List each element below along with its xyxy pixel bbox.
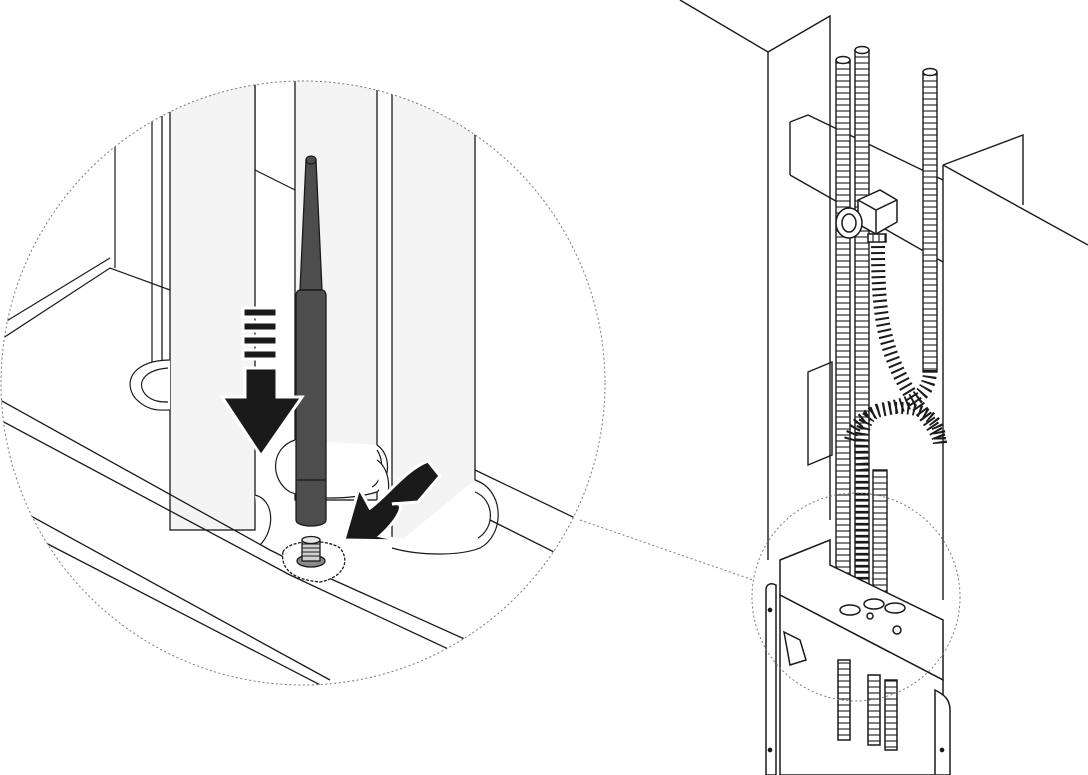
antenna-body — [295, 289, 327, 527]
pipe-1-end — [835, 55, 851, 65]
pointer-arrow-icon — [342, 459, 442, 543]
ceiling-edge — [679, 0, 769, 53]
stud-top — [767, 14, 831, 520]
rail-screw-3 — [939, 747, 945, 753]
down-arrow-icon — [219, 306, 305, 459]
plate-hole-2 — [863, 598, 885, 610]
plate-hole-3 — [884, 602, 906, 614]
antenna-port-small — [866, 612, 874, 620]
connector-tip — [301, 535, 321, 545]
grommet-4 — [391, 479, 499, 555]
plate-screw — [892, 625, 902, 635]
grommet-2 — [254, 494, 272, 546]
threaded-connector — [282, 535, 346, 583]
magnify-leader-line — [579, 519, 754, 581]
grommet-3 — [275, 439, 389, 499]
rail-screw-2 — [767, 747, 773, 753]
pipe-4-curve — [871, 239, 947, 446]
detail-pipe-1 — [169, 81, 256, 531]
rail-screw-1 — [767, 607, 773, 613]
box-right-rail — [934, 688, 951, 775]
wall-box — [765, 538, 951, 775]
box-left-rail — [765, 583, 777, 775]
corrugated-pipes — [835, 45, 947, 601]
right-block-top — [942, 133, 1024, 205]
pipe-2-end — [854, 45, 870, 55]
magnify-detail-circle — [0, 80, 606, 686]
plate-hole-1 — [839, 604, 861, 616]
magnify-source-circle — [751, 492, 961, 702]
bracket-block — [807, 360, 833, 467]
back-shelf-edge — [1, 267, 171, 341]
nogging-top — [789, 114, 944, 181]
right-block-diagonal — [942, 164, 1088, 246]
antenna-icon — [295, 155, 327, 527]
pipe-3-end — [922, 67, 938, 77]
box-front — [779, 593, 944, 775]
detail-view — [1, 81, 605, 685]
back-shelf-edge-2 — [1, 257, 111, 326]
pipe-1 — [835, 59, 851, 601]
pipe-3-curve — [854, 369, 937, 600]
plate-lower-edge — [19, 509, 331, 681]
pipe-3 — [922, 71, 938, 373]
detail-pipes — [161, 81, 476, 541]
valve-elbow — [835, 189, 898, 243]
pipe-4-lower — [872, 469, 888, 601]
detail-pipe-3 — [391, 81, 476, 541]
